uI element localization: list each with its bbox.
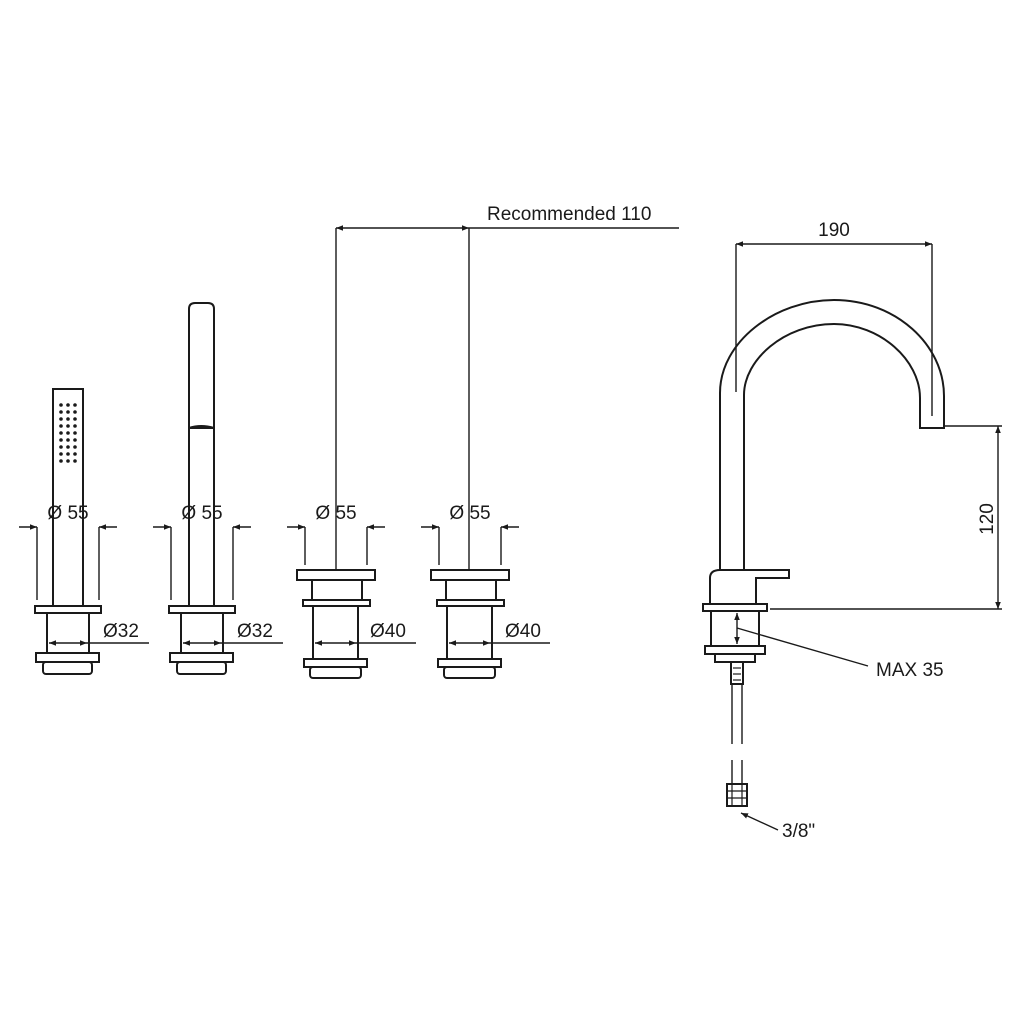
valve-handle-cap — [430, 569, 510, 581]
deck-flange — [168, 605, 236, 614]
valve-body — [445, 579, 497, 601]
recommended-spacing-dimension: Recommended 110 — [336, 204, 679, 231]
hand-shower-handle — [52, 388, 84, 608]
valve-body — [311, 579, 363, 601]
nut-base — [176, 661, 227, 675]
hose-connector-3-8 — [726, 783, 748, 807]
diameter-32-label: Ø32 — [237, 621, 273, 642]
hose-fitting — [730, 661, 744, 685]
diameter-32-label: Ø32 — [103, 621, 139, 642]
nut-base — [42, 661, 93, 675]
deck-flange — [34, 605, 102, 614]
shank — [710, 610, 760, 647]
diameter-55-label: Ø 55 — [181, 503, 222, 524]
valve-right-part: Ø 55 Ø40 — [421, 228, 550, 679]
height-120-label: 120 — [977, 503, 998, 535]
shank — [446, 605, 493, 661]
thread-3-8-label: 3/8" — [782, 821, 815, 842]
shank — [46, 612, 90, 654]
diameter-40-label: Ø40 — [505, 621, 541, 642]
flex-hose-lower — [731, 760, 743, 784]
nut-base — [714, 653, 756, 663]
valve-left-part: Ø 55 Ø40 — [287, 228, 416, 679]
nut-base — [309, 666, 362, 679]
backnut — [704, 645, 766, 655]
diameter-55-label: Ø 55 — [315, 503, 356, 524]
valve-handle-cap — [296, 569, 376, 581]
backnut — [437, 658, 502, 668]
hand-shower-part: Ø 55 Ø32 — [19, 388, 149, 675]
spout-part: 190 120 MAX 35 3/8" — [702, 220, 1002, 842]
spout-body — [719, 298, 945, 576]
width-190-label: 190 — [818, 220, 850, 241]
shower-spray-holes — [59, 403, 77, 463]
diameter-40-label: Ø40 — [370, 621, 406, 642]
flex-hose-upper — [731, 684, 743, 744]
nut-base — [443, 666, 496, 679]
shank — [312, 605, 359, 661]
recommended-spacing-label: Recommended 110 — [487, 204, 651, 225]
diverter-handle — [188, 302, 215, 430]
diverter-part: Ø 55 Ø32 — [153, 302, 283, 675]
backnut — [169, 652, 234, 663]
diameter-55-label: Ø 55 — [47, 503, 88, 524]
diameter-55-label: Ø 55 — [449, 503, 490, 524]
shank — [180, 612, 224, 654]
spout-lever — [709, 569, 790, 605]
max-35-label: MAX 35 — [876, 660, 944, 681]
backnut — [303, 658, 368, 668]
deck-flange — [702, 603, 768, 612]
backnut — [35, 652, 100, 663]
